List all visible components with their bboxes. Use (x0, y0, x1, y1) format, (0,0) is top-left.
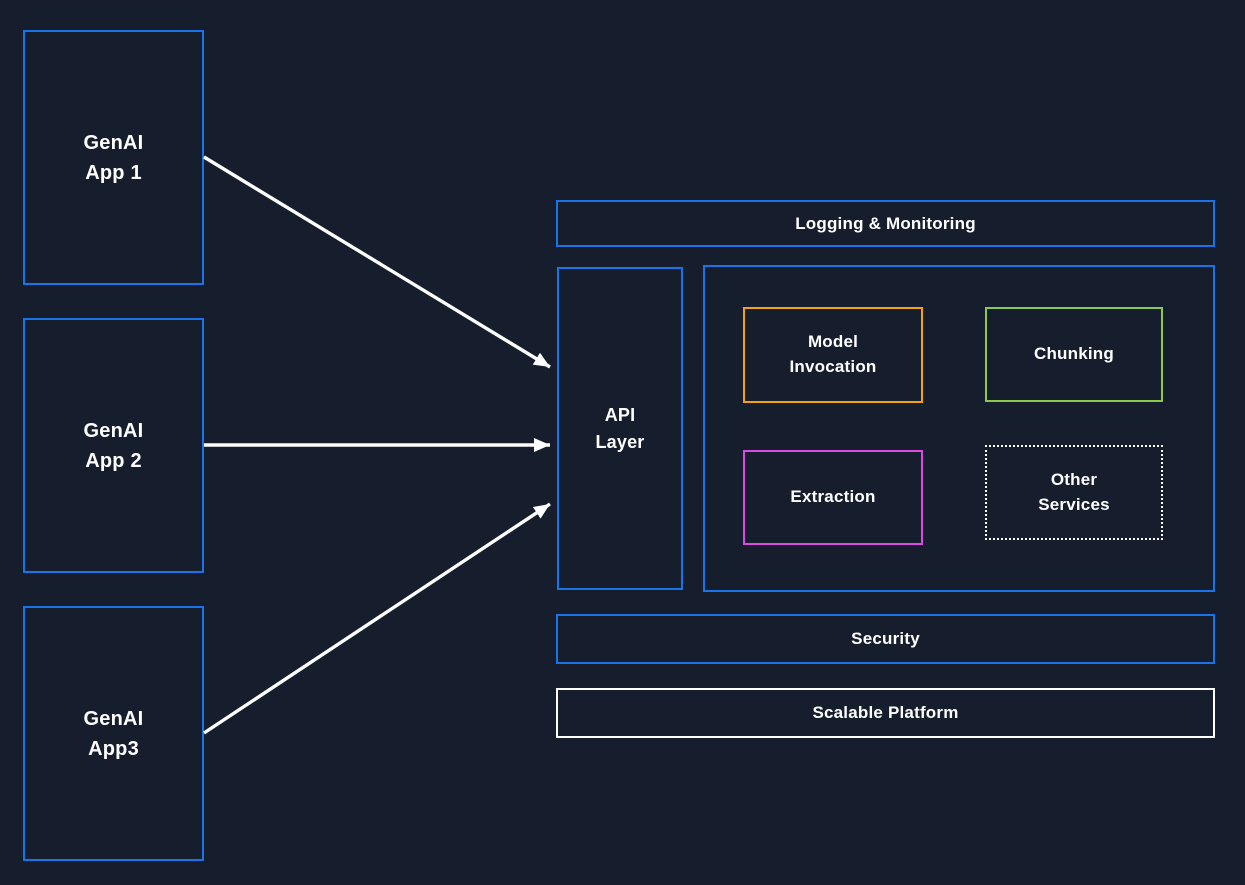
scalable-platform-label: Scalable Platform (812, 703, 959, 722)
genai-app-1-node: GenAI App 1 (23, 30, 204, 285)
arrow-app1-to-api (203, 155, 551, 369)
genai-app-3-node: GenAI App3 (23, 606, 204, 861)
service-model-invocation: Model Invocation (743, 307, 923, 403)
arrow-app3-to-api (203, 502, 551, 735)
logging-monitoring-bar: Logging & Monitoring (556, 200, 1215, 247)
service-model-invocation-label: Model Invocation (789, 332, 877, 376)
service-chunking-label: Chunking (1034, 344, 1114, 364)
api-layer-label: API Layer (595, 405, 645, 452)
genai-app-3-label: GenAI App3 (83, 707, 144, 760)
security-label: Security (851, 629, 920, 648)
service-extraction: Extraction (743, 450, 923, 545)
logging-monitoring-label: Logging & Monitoring (795, 213, 976, 233)
genai-app-2-label: GenAI App 2 (83, 419, 144, 472)
api-layer-node: API Layer (557, 267, 683, 590)
scalable-platform-bar: Scalable Platform (556, 688, 1215, 738)
genai-app-2-node: GenAI App 2 (23, 318, 204, 573)
services-group (703, 265, 1215, 592)
service-chunking: Chunking (985, 307, 1163, 402)
service-other-services: Other Services (985, 445, 1163, 540)
security-bar: Security (556, 614, 1215, 664)
service-other-services-label: Other Services (1038, 469, 1110, 514)
genai-app-1-label: GenAI App 1 (83, 131, 144, 184)
service-extraction-label: Extraction (790, 487, 876, 507)
